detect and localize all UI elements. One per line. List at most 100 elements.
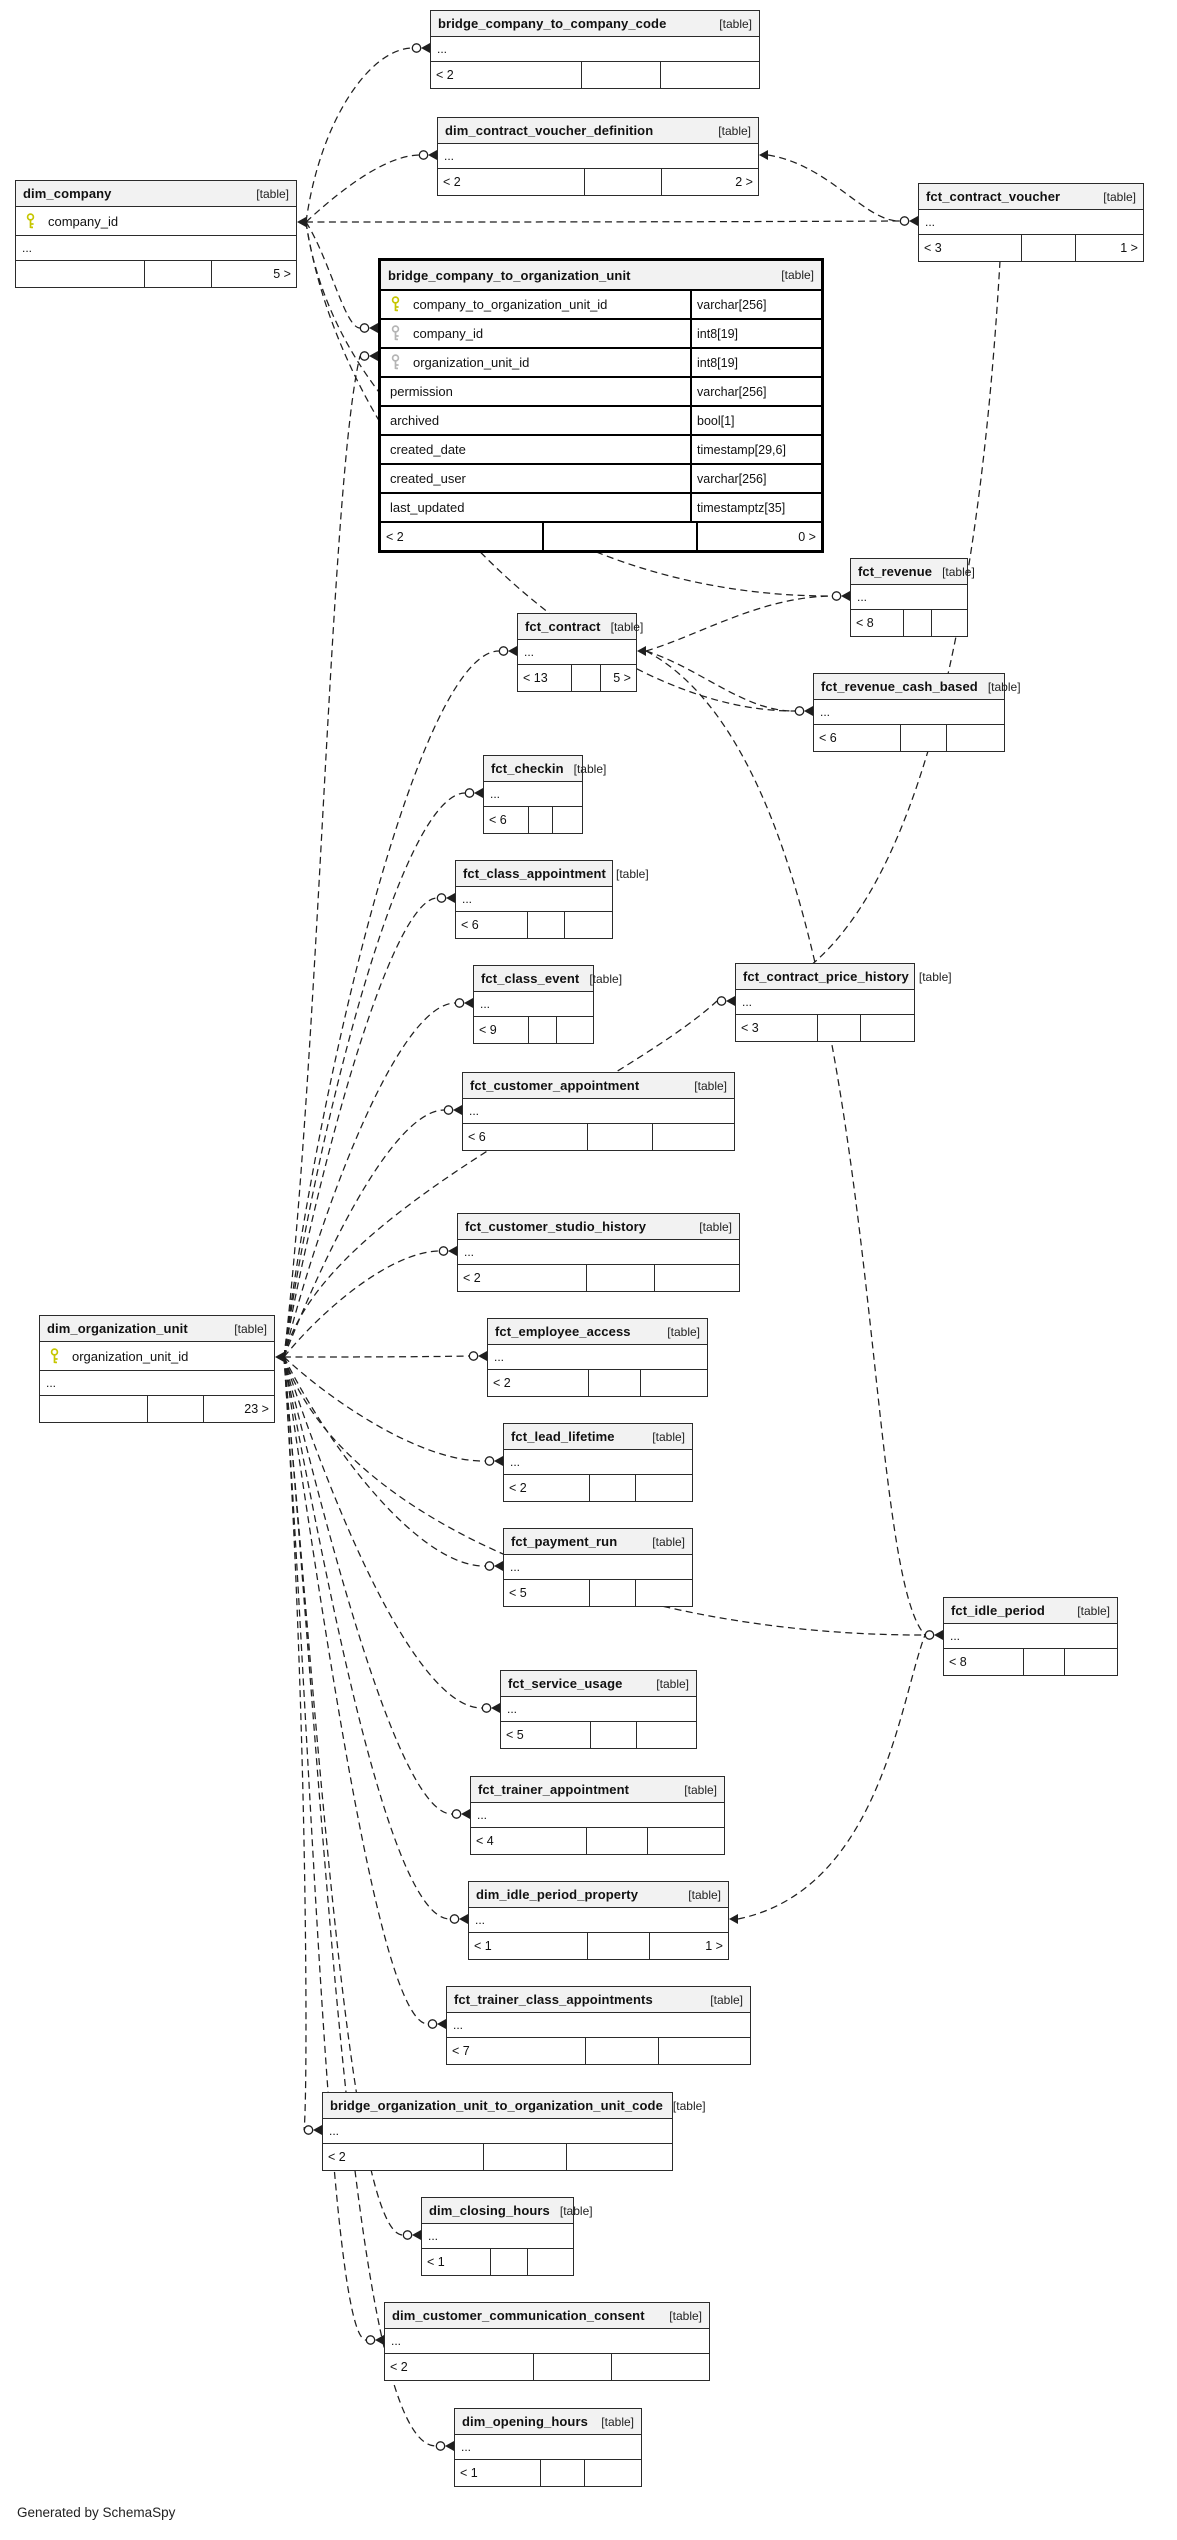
table-footer: < 6 xyxy=(456,911,612,938)
table-tag: [table] xyxy=(559,2203,593,2218)
columns-ellipsis: ... xyxy=(742,995,753,1009)
footer-parents-count: < 2 xyxy=(488,1370,589,1396)
table-name-link[interactable]: dim_organization_unit xyxy=(47,1321,188,1336)
table-name-link[interactable]: fct_contract_voucher xyxy=(926,189,1061,204)
generated-by-note: Generated by SchemaSpy xyxy=(17,2505,176,2520)
footer-children-count: 23 > xyxy=(244,1402,269,1416)
table-name-link[interactable]: fct_class_event xyxy=(481,971,580,986)
table-fct_checkin: fct_checkin[table]...< 6 xyxy=(483,755,606,834)
footer-parents-count: < 2 xyxy=(438,169,586,195)
table-footer: < 4 xyxy=(471,1827,724,1854)
table-footer: < 9 xyxy=(474,1016,593,1043)
table-header: fct_class_event [table] xyxy=(474,966,622,992)
footer-spacer xyxy=(590,1475,636,1501)
table-dim_company: dim_company[table]company_id...5 > xyxy=(15,180,297,288)
footer-children-count xyxy=(861,1015,914,1041)
table-tag: [table] xyxy=(918,969,952,984)
table-name-link[interactable]: dim_customer_communication_consent xyxy=(392,2308,645,2323)
footer-parents-count: < 5 xyxy=(504,1580,591,1606)
table-footer: < 8 xyxy=(851,609,967,636)
columns-ellipsis: ... xyxy=(524,645,535,659)
table-name-link[interactable]: dim_company xyxy=(23,186,112,201)
table-tag: [table] xyxy=(234,1321,267,1336)
footer-spacer xyxy=(590,1580,636,1606)
column-type: timestamp[29,6] xyxy=(690,436,821,463)
table-name-link[interactable]: fct_lead_lifetime xyxy=(511,1429,615,1444)
table-tag: [table] xyxy=(589,971,623,986)
footer-children-count xyxy=(528,2249,573,2275)
footer-children-count xyxy=(585,2460,641,2486)
footer-spacer xyxy=(1024,1649,1066,1675)
table-header: fct_contract_voucher [table] xyxy=(919,184,1143,210)
table-tag: [table] xyxy=(256,186,289,201)
table-bridge_organization_unit_to_organization_unit_code: bridge_organization_unit_to_organization… xyxy=(322,2092,706,2171)
table-name-link[interactable]: fct_checkin xyxy=(491,761,564,776)
table-fct_trainer_appointment: fct_trainer_appointment[table]...< 4 xyxy=(470,1776,725,1855)
primary-key-icon xyxy=(25,212,36,230)
footer-parents-count: < 6 xyxy=(463,1124,588,1150)
table-footer: < 7 xyxy=(447,2037,750,2064)
table-name-link[interactable]: fct_customer_studio_history xyxy=(465,1219,647,1234)
table-footer: < 2 xyxy=(385,2353,709,2380)
table-name-link[interactable]: fct_revenue_cash_based xyxy=(821,679,978,694)
footer-spacer xyxy=(544,523,698,550)
table-name-link[interactable]: fct_payment_run xyxy=(511,1534,618,1549)
footer-parents-count: < 13 xyxy=(518,665,573,691)
columns-ellipsis: ... xyxy=(16,235,296,260)
table-header: dim_company [table] xyxy=(16,181,296,207)
table-tag: [table] xyxy=(1103,189,1136,204)
column-name: organization_unit_id xyxy=(72,1348,189,1364)
table-header: fct_customer_appointment[table] xyxy=(463,1073,734,1099)
footer-parents-count: < 9 xyxy=(474,1017,529,1043)
table-footer: < 5 xyxy=(501,1721,696,1748)
foreign-key-icon xyxy=(390,354,401,371)
table-name-link[interactable]: fct_trainer_appointment xyxy=(478,1782,630,1797)
column-row: company_id xyxy=(16,207,296,235)
table-name-link[interactable]: bridge_company_to_organization_unit xyxy=(388,267,631,283)
table-name-link[interactable]: dim_idle_period_property xyxy=(476,1887,639,1902)
table-name-link[interactable]: fct_contract_price_history xyxy=(743,969,909,984)
footer-spacer xyxy=(591,1722,638,1748)
table-dim_organization_unit: dim_organization_unit [table] organization… xyxy=(39,1315,275,1423)
table-name-link[interactable]: dim_opening_hours xyxy=(462,2414,588,2429)
column-type: varchar[256] xyxy=(690,465,821,492)
table-header: fct_revenue[table] xyxy=(851,559,975,585)
table-dim_opening_hours: dim_opening_hours[table]...< 1 xyxy=(454,2408,642,2487)
table-name-link[interactable]: bridge_organization_unit_to_organization… xyxy=(330,2098,663,2113)
table-name-link[interactable]: fct_employee_access xyxy=(495,1324,631,1339)
columns-ellipsis: ... xyxy=(510,1560,521,1574)
table-fct_revenue: fct_revenue[table]...< 8 xyxy=(850,558,975,637)
footer-parents-count: < 1 xyxy=(455,2460,541,2486)
column-name: company_id xyxy=(413,326,484,341)
footer-children-count xyxy=(567,2144,672,2170)
table-name-link[interactable]: fct_customer_appointment xyxy=(470,1078,640,1093)
table-name-link[interactable]: dim_contract_voucher_definition xyxy=(445,123,654,138)
table-name-link[interactable]: bridge_company_to_company_code xyxy=(438,16,667,31)
table-bridge_company_to_organization_unit: bridge_company_to_organization_unit[tabl… xyxy=(378,258,824,553)
column-name: company_to_organization_unit_id xyxy=(413,297,608,312)
table-name-link[interactable]: fct_idle_period xyxy=(951,1603,1045,1618)
footer-parents-count: < 6 xyxy=(484,807,530,833)
table-name-link[interactable]: fct_contract xyxy=(525,619,601,634)
footer-spacer xyxy=(904,610,933,636)
footer-spacer xyxy=(572,665,601,691)
table-name-link[interactable]: fct_service_usage xyxy=(508,1676,623,1691)
footer-children-count xyxy=(947,725,1004,751)
footer-spacer xyxy=(818,1015,861,1041)
table-name-link[interactable]: fct_class_appointment xyxy=(463,866,606,881)
table-dim_closing_hours: dim_closing_hours[table]...< 1 xyxy=(421,2197,593,2276)
footer-children-count xyxy=(659,2038,750,2064)
footer-spacer xyxy=(587,1828,649,1854)
table-name-link[interactable]: dim_closing_hours xyxy=(429,2203,550,2218)
table-name-link[interactable]: fct_revenue xyxy=(858,564,933,579)
footer-parents-count: < 1 xyxy=(422,2249,492,2275)
column-cell: created_user xyxy=(381,465,690,492)
columns-ellipsis: ... xyxy=(462,892,473,906)
table-name-link[interactable]: fct_trainer_class_appointments xyxy=(454,1992,653,2007)
footer-parents-count xyxy=(40,1396,148,1422)
footer-spacer xyxy=(587,1265,655,1291)
